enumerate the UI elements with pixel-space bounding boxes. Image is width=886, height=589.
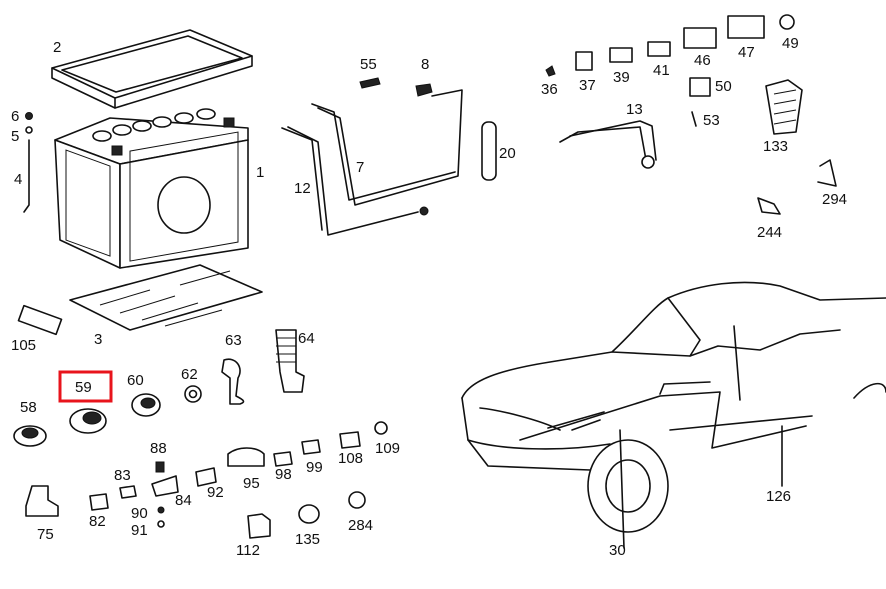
callout-98[interactable]: 98 bbox=[275, 466, 292, 483]
ground-cable-part[interactable] bbox=[559, 120, 657, 169]
callout-294[interactable]: 294 bbox=[822, 191, 847, 208]
callout-53[interactable]: 53 bbox=[703, 112, 720, 129]
callout-75[interactable]: 75 bbox=[37, 526, 54, 543]
callout-6[interactable]: 6 bbox=[11, 108, 19, 125]
highlight-box bbox=[58, 370, 113, 403]
callout-50[interactable]: 50 bbox=[715, 78, 732, 95]
small-clips-parts[interactable] bbox=[25, 421, 388, 539]
callout-37[interactable]: 37 bbox=[579, 77, 596, 94]
boot-64-part[interactable] bbox=[275, 329, 305, 393]
callout-7[interactable]: 7 bbox=[356, 159, 364, 176]
callout-39[interactable]: 39 bbox=[613, 69, 630, 86]
callout-84[interactable]: 84 bbox=[175, 492, 192, 509]
callout-112[interactable]: 112 bbox=[236, 542, 260, 559]
car-wiring-harness-part[interactable] bbox=[461, 281, 886, 549]
callout-60[interactable]: 60 bbox=[127, 372, 144, 389]
sleeve-part[interactable] bbox=[481, 121, 497, 181]
callout-64[interactable]: 64 bbox=[298, 330, 315, 347]
callout-5[interactable]: 5 bbox=[11, 128, 19, 145]
battery-part[interactable] bbox=[54, 108, 249, 269]
grommet-59-part[interactable] bbox=[69, 408, 107, 434]
plate-105-part[interactable] bbox=[17, 304, 63, 336]
callout-41[interactable]: 41 bbox=[653, 62, 670, 79]
callout-3[interactable]: 3 bbox=[94, 331, 102, 348]
callout-62[interactable]: 62 bbox=[181, 366, 198, 383]
callout-109[interactable]: 109 bbox=[375, 440, 400, 457]
grommet-60-part[interactable] bbox=[131, 393, 161, 417]
callout-1[interactable]: 1 bbox=[256, 164, 264, 181]
callout-88[interactable]: 88 bbox=[150, 440, 167, 457]
battery-cable-part[interactable] bbox=[281, 77, 463, 236]
callout-133[interactable]: 133 bbox=[763, 138, 788, 155]
callout-46[interactable]: 46 bbox=[694, 52, 711, 69]
callout-12[interactable]: 12 bbox=[294, 180, 311, 197]
callout-49[interactable]: 49 bbox=[782, 35, 799, 52]
callout-135[interactable]: 135 bbox=[295, 531, 320, 548]
callout-244[interactable]: 244 bbox=[757, 224, 782, 241]
grommet-62-part[interactable] bbox=[184, 385, 202, 403]
callout-92[interactable]: 92 bbox=[207, 484, 224, 501]
callout-82[interactable]: 82 bbox=[89, 513, 106, 530]
callout-90[interactable]: 90 bbox=[131, 505, 148, 522]
battery-frame-part[interactable] bbox=[51, 29, 253, 109]
callout-91[interactable]: 91 bbox=[131, 522, 148, 539]
callout-95[interactable]: 95 bbox=[243, 475, 260, 492]
callout-105[interactable]: 105 bbox=[11, 337, 36, 354]
connector-parts[interactable] bbox=[545, 14, 837, 215]
callout-99[interactable]: 99 bbox=[306, 459, 323, 476]
callout-30[interactable]: 30 bbox=[609, 542, 626, 559]
callout-20[interactable]: 20 bbox=[499, 145, 516, 162]
callout-55[interactable]: 55 bbox=[360, 56, 377, 73]
callout-63[interactable]: 63 bbox=[225, 332, 242, 349]
callout-13[interactable]: 13 bbox=[626, 101, 643, 118]
callout-284[interactable]: 284 bbox=[348, 517, 373, 534]
callout-126[interactable]: 126 bbox=[766, 488, 791, 505]
callout-83[interactable]: 83 bbox=[114, 467, 131, 484]
grommet-58-part[interactable] bbox=[13, 425, 47, 447]
callout-47[interactable]: 47 bbox=[738, 44, 755, 61]
callout-58[interactable]: 58 bbox=[20, 399, 37, 416]
clamp-rod-part[interactable] bbox=[23, 112, 33, 213]
callout-36[interactable]: 36 bbox=[541, 81, 558, 98]
callout-4[interactable]: 4 bbox=[14, 171, 22, 188]
boot-63-part[interactable] bbox=[221, 358, 245, 405]
callout-59[interactable]: 59 bbox=[75, 379, 92, 396]
callout-108[interactable]: 108 bbox=[338, 450, 363, 467]
callout-2[interactable]: 2 bbox=[53, 39, 61, 56]
battery-mat-part[interactable] bbox=[69, 264, 263, 331]
callout-8[interactable]: 8 bbox=[421, 56, 429, 73]
